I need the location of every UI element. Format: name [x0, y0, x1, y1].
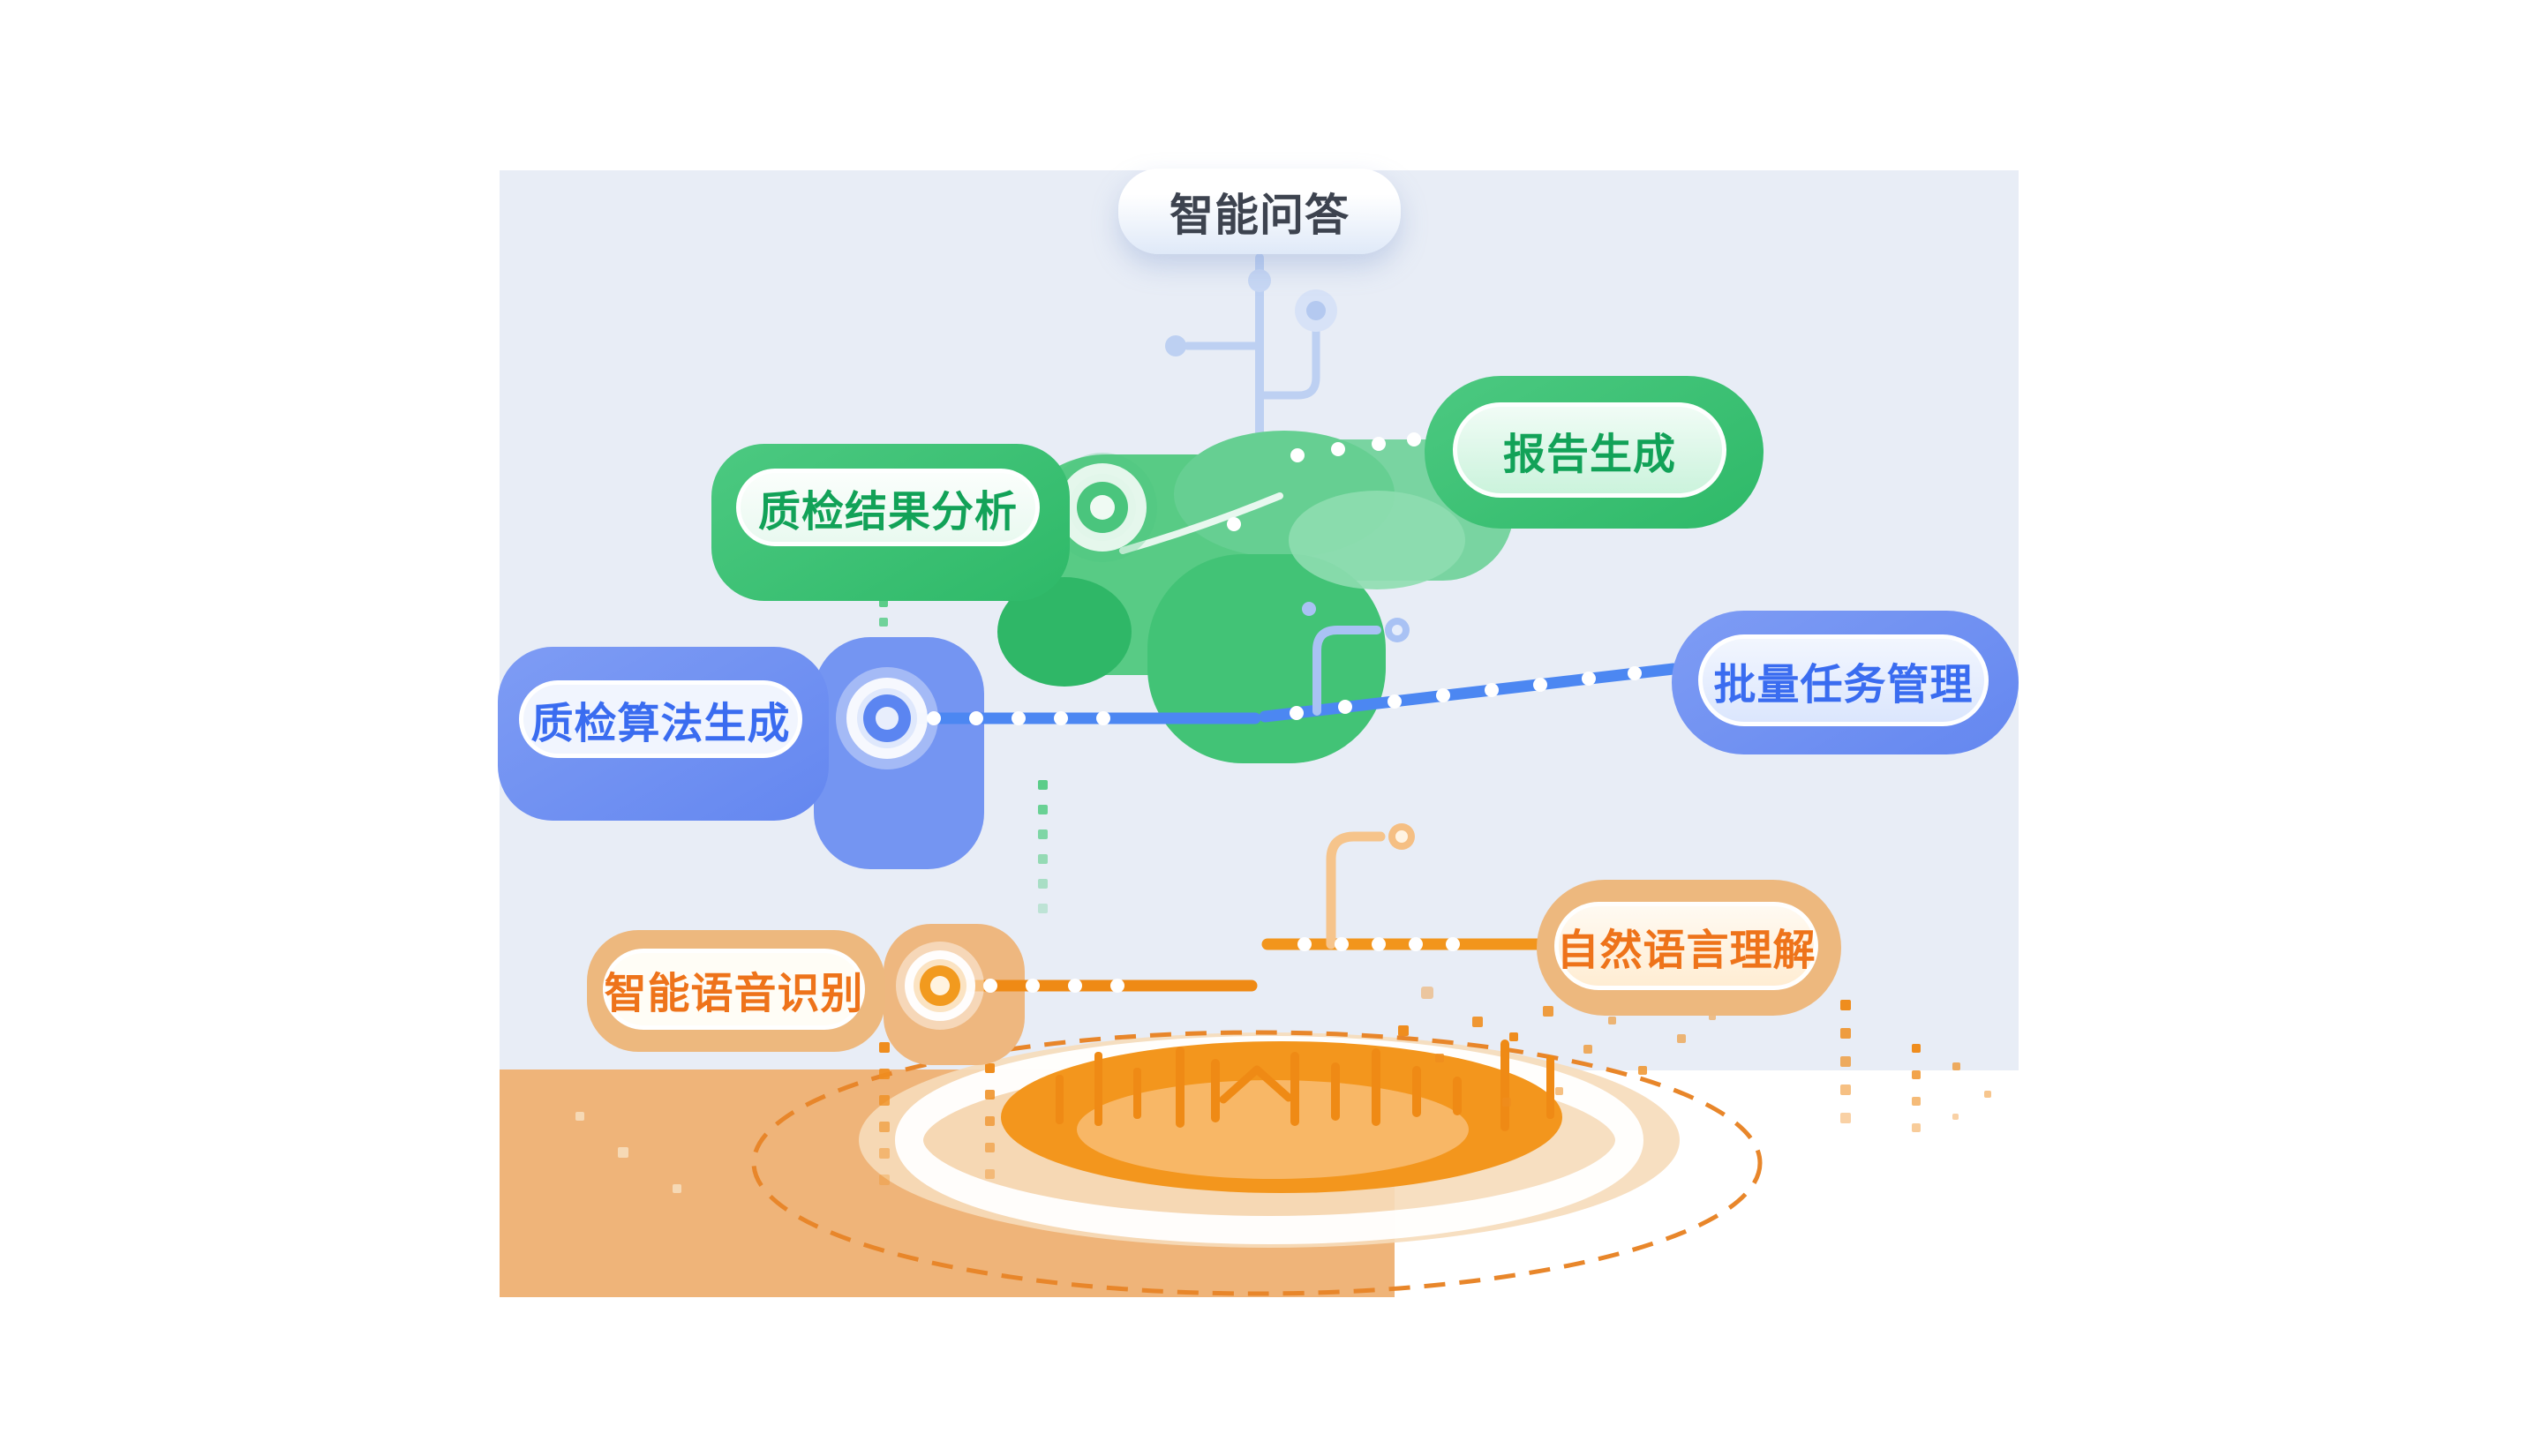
- orange-branches: [936, 823, 1546, 1104]
- node-nlu-label: 自然语言理解: [1556, 927, 1816, 974]
- algorithm-node-icon: [836, 667, 938, 769]
- node-nlu-inner: 自然语言理解: [1554, 902, 1818, 990]
- node-algorithm-label: 质检算法生成: [530, 701, 791, 747]
- ground-confetti: [575, 1112, 681, 1193]
- node-algorithm: 质检算法生成: [498, 647, 829, 821]
- blue-branches: [884, 602, 1680, 725]
- root-rings: [751, 1030, 1763, 1296]
- root-sprouts: [1056, 1039, 1554, 1131]
- node-qa: 智能问答: [1118, 169, 1401, 254]
- node-asr: 智能语音识别: [587, 930, 885, 1052]
- node-nlu: 自然语言理解: [1537, 880, 1841, 1016]
- node-report-inner: 报告生成: [1453, 402, 1726, 498]
- node-algorithm-inner: 质检算法生成: [519, 680, 802, 758]
- node-batch-tasks: 批量任务管理: [1672, 611, 2019, 754]
- asr-node-icon: [896, 942, 984, 1030]
- sprout-dots: [1165, 269, 1337, 356]
- node-qa-label: 智能问答: [1169, 190, 1350, 240]
- node-result-analysis: 质检结果分析: [711, 444, 1070, 601]
- green-branch-dots: [1227, 432, 1421, 531]
- node-report-label: 报告生成: [1502, 432, 1676, 478]
- node-report: 报告生成: [1425, 376, 1764, 529]
- node-result-analysis-inner: 质检结果分析: [736, 469, 1040, 546]
- node-batch-tasks-label: 批量任务管理: [1713, 662, 1974, 709]
- node-asr-inner: 智能语音识别: [603, 949, 865, 1030]
- node-asr-label: 智能语音识别: [604, 971, 864, 1017]
- result-node-icon: [1048, 453, 1157, 562]
- confetti-columns: [879, 598, 1991, 1185]
- node-batch-tasks-inner: 批量任务管理: [1698, 634, 1989, 726]
- node-result-analysis-label: 质检结果分析: [757, 489, 1018, 536]
